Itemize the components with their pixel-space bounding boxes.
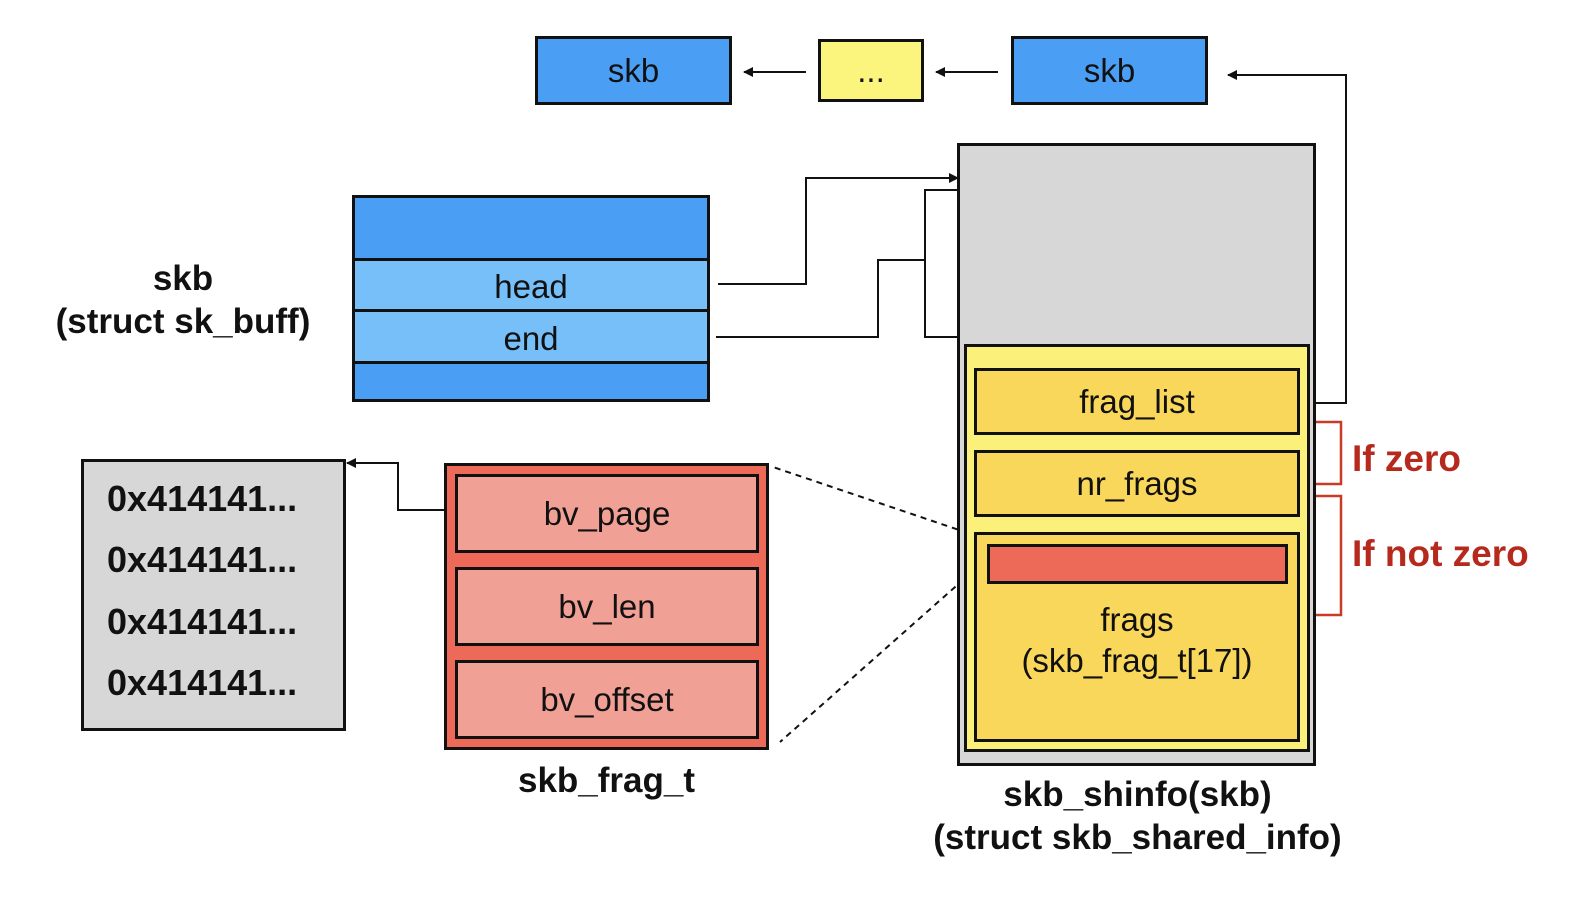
shared-info-caption-line2: (struct skb_shared_info) (933, 817, 1342, 857)
bv-page-field: bv_page (455, 474, 759, 553)
sk-buff-title: skb (struct sk_buff) (38, 258, 328, 343)
sk-buff-title-line2: (struct sk_buff) (55, 301, 311, 341)
frag-list-field: frag_list (974, 368, 1300, 435)
page-memory-value: 0x414141... (107, 478, 298, 519)
shared-info-caption: skb_shinfo(skb) (struct skb_shared_info) (905, 774, 1370, 859)
if-not-zero-bracket (1300, 494, 1343, 620)
frags-first-element (987, 544, 1288, 584)
bv-offset-label: bv_offset (540, 680, 674, 718)
frag-list-label: frag_list (1079, 382, 1195, 420)
sk-buff-struct: head end (352, 195, 710, 402)
sk-buff-head-label: head (494, 268, 568, 305)
sk-buff-title-line1: skb (152, 259, 214, 298)
bv-offset-field: bv_offset (455, 660, 759, 739)
list-skb-last: skb (1011, 36, 1208, 105)
zoom-line-top (769, 465, 969, 534)
shared-info-caption-line1: skb_shinfo(skb) (1003, 775, 1272, 814)
list-ellipsis-node: ... (818, 39, 924, 102)
list-ellipsis-label: ... (857, 51, 885, 89)
if-not-zero-label: If not zero (1352, 533, 1529, 574)
nr-frags-label: nr_frags (1076, 464, 1198, 502)
zoom-line-bottom (779, 571, 973, 743)
sk-buff-end-field: end (352, 309, 710, 364)
list-skb-first: skb (535, 36, 732, 105)
end-pointer-line-lower (924, 260, 958, 338)
sk-buff-end-label: end (503, 319, 559, 357)
bv-page-label: bv_page (543, 494, 671, 532)
frags-label: frags (skb_frag_t[17]) (977, 599, 1297, 682)
bv-len-field: bv_len (455, 567, 759, 646)
page-memory-value: 0x414141... (107, 601, 298, 642)
bv-page-pointer-arrow (346, 458, 455, 511)
frag-list-arrow (1227, 70, 1347, 404)
frags-array-field: frags (skb_frag_t[17]) (974, 532, 1300, 742)
sk-buff-head-field: head (352, 258, 710, 312)
if-zero-bracket (1300, 417, 1343, 486)
nr-frags-field: nr_frags (974, 450, 1300, 517)
page-memory-value: 0x414141... (107, 539, 298, 580)
end-pointer-line (716, 189, 958, 338)
page-memory-box (81, 459, 346, 731)
list-skb-last-label: skb (1083, 51, 1136, 89)
if-zero-label: If zero (1352, 438, 1461, 479)
bv-len-label: bv_len (558, 587, 656, 625)
frags-label-line2: (skb_frag_t[17]) (1021, 642, 1253, 680)
frags-label-line1: frags (1100, 601, 1174, 638)
head-pointer-arrow (718, 173, 959, 285)
page-memory-value: 0x414141... (107, 662, 298, 703)
list-skb-first-label: skb (607, 51, 660, 89)
frag-caption: skb_frag_t (517, 761, 696, 800)
